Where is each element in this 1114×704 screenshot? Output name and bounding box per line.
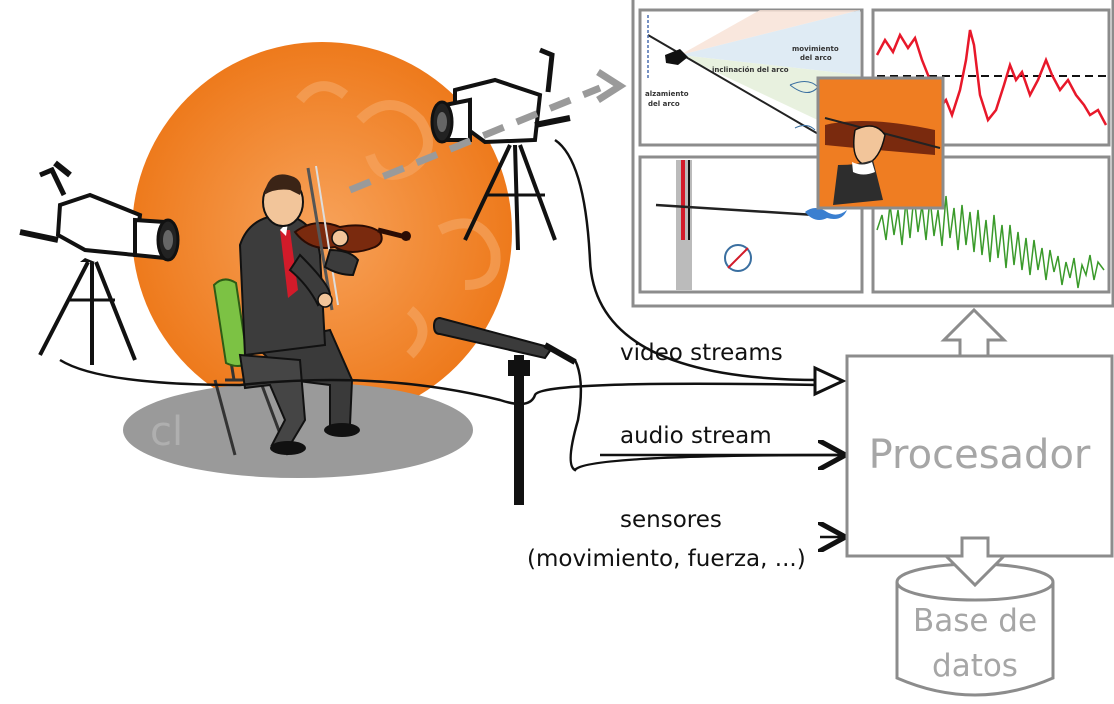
movement-label: movimiento — [792, 45, 839, 53]
sensors-detail-label: (movimiento, fuerza, ...) — [527, 546, 806, 572]
red-signal-plot — [875, 29, 1108, 126]
camera-right — [430, 47, 571, 251]
video-streams-label: video streams — [620, 340, 783, 366]
bow-geometry-panel — [647, 10, 860, 140]
svg-text:cl: cl — [150, 409, 183, 455]
violin-closeup — [816, 76, 945, 210]
string-panel — [655, 160, 847, 290]
displacement-label: alzamiento — [645, 90, 689, 98]
database-label-line1: Base de — [912, 603, 1038, 639]
camera-left — [19, 160, 180, 365]
microphone — [432, 316, 577, 505]
displacement-label-2: del arco — [648, 100, 680, 108]
view-arrow — [348, 84, 602, 194]
processor-label: Procesador — [868, 432, 1091, 478]
violinist — [238, 165, 411, 455]
store-arrow — [942, 536, 1008, 588]
sensors-label: sensores — [620, 507, 722, 533]
movement-label-2: del arco — [800, 54, 832, 62]
database-label-line2: datos — [932, 648, 1018, 684]
inclination-label: inclinación del arco — [712, 66, 789, 74]
audio-stream-label: audio stream — [620, 423, 772, 449]
